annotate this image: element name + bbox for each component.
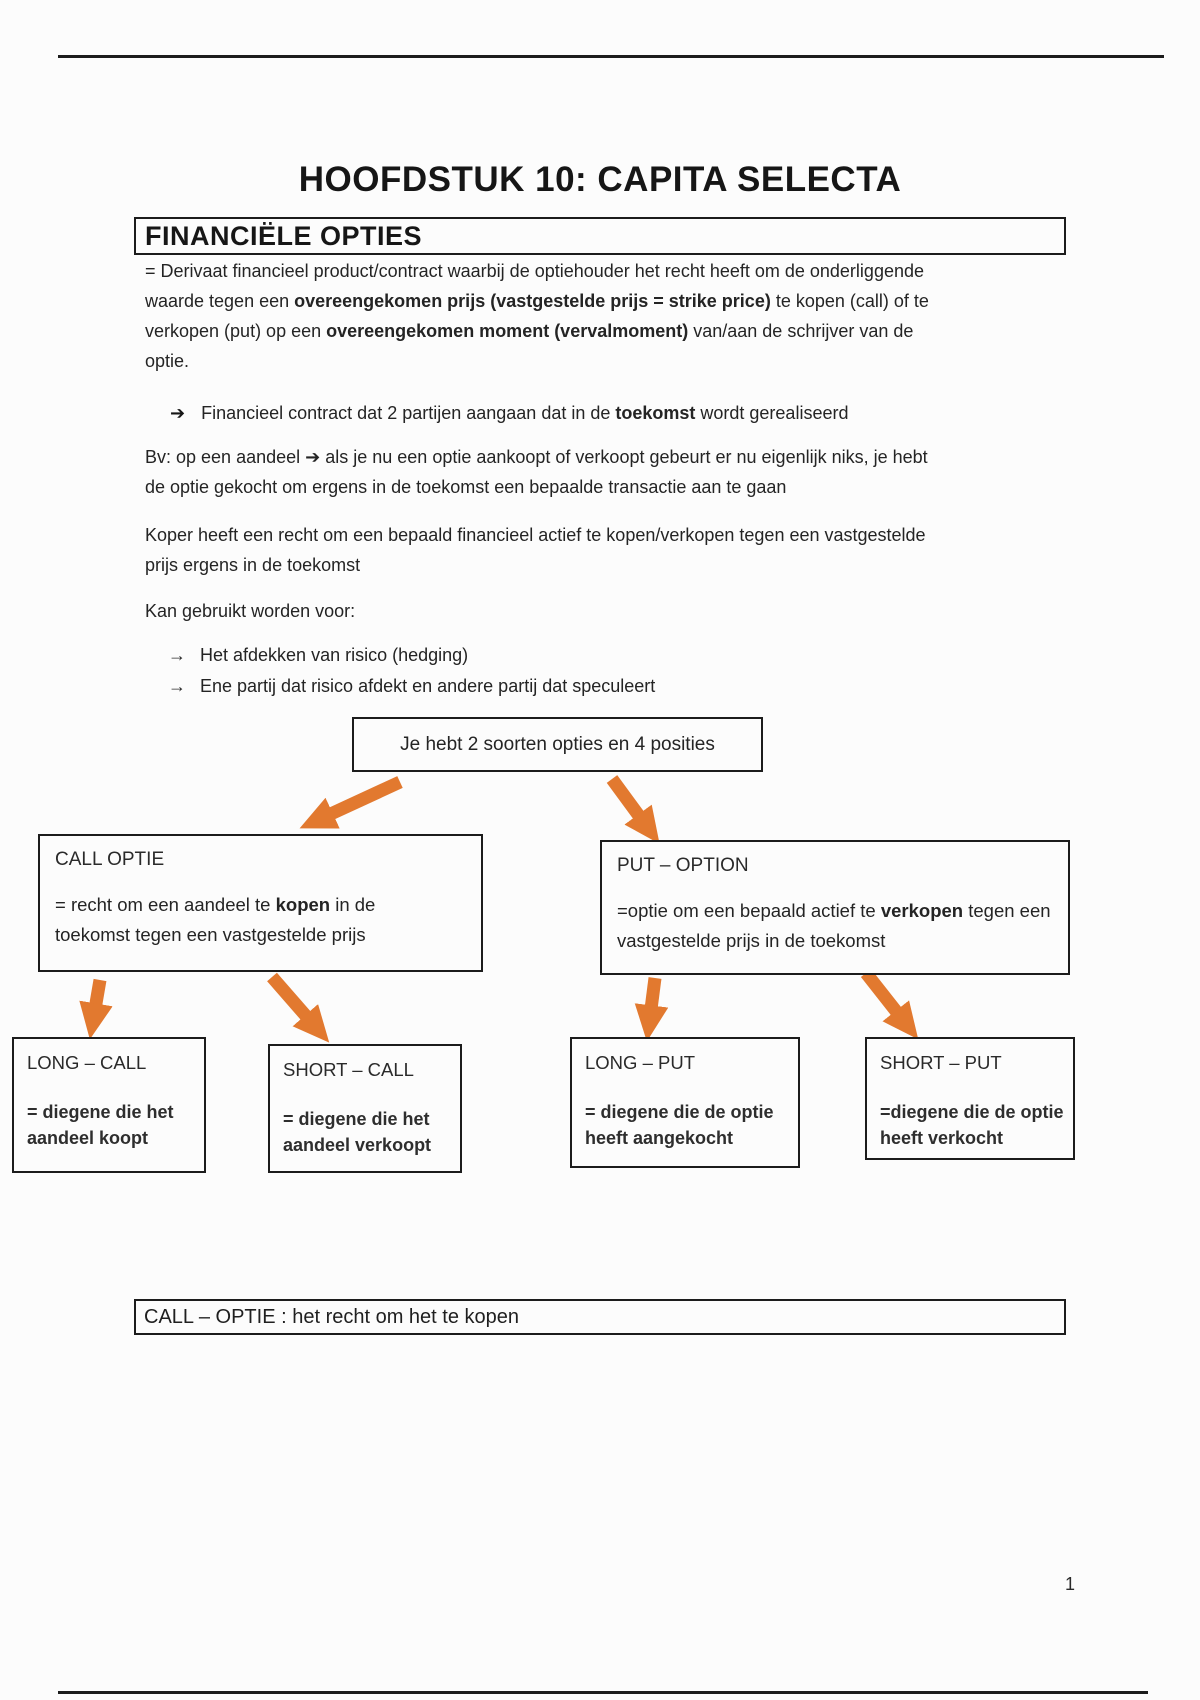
top-rule (58, 55, 1164, 58)
put-option-desc: =optie om een bepaald actief te verkopen… (617, 900, 1051, 951)
arrow-root-to-call (299, 776, 403, 829)
call-option-title: CALL OPTIE (55, 849, 165, 870)
page-number: 1 (1064, 1574, 1075, 1594)
put-option-box: PUT – OPTION =optie om een bepaald actie… (600, 840, 1070, 975)
koper-paragraph: Koper heeft een recht om een bepaald fin… (145, 525, 926, 575)
page-title: HOOFDSTUK 10: CAPITA SELECTA (298, 160, 902, 199)
short-call-title: SHORT – CALL (283, 1059, 414, 1080)
call-optie-note: CALL – OPTIE : het recht om het te kopen (144, 1305, 520, 1328)
arrow-call-to-short-call (267, 972, 330, 1043)
long-call-title: LONG – CALL (27, 1052, 147, 1073)
call-option-box: CALL OPTIE = recht om een aandeel te kop… (38, 834, 483, 972)
call-optie-note-box: CALL – OPTIE : het recht om het te kopen (134, 1299, 1066, 1335)
usage-list: → Het afdekken van risico (hedging) → En… (168, 640, 655, 702)
long-put-title: LONG – PUT (585, 1052, 695, 1073)
usage-item: → Ene partij dat risico afdekt en andere… (168, 671, 655, 702)
usage-item: → Het afdekken van risico (hedging) (168, 640, 655, 671)
bottom-rule (58, 1691, 1148, 1694)
root-node-label: Je hebt 2 soorten opties en 4 posities (400, 733, 715, 755)
arrow-put-to-long-put (634, 977, 669, 1042)
note-row: ➔ Financieel contract dat 2 partijen aan… (170, 398, 848, 428)
example-paragraph: Bv: op een aandeel ➔ als je nu een optie… (145, 447, 928, 497)
light-arrow-icon: → (168, 645, 186, 665)
intro-paragraph: = Derivaat financieel product/contract w… (145, 261, 929, 371)
light-arrow-icon: → (168, 676, 186, 696)
short-put-title: SHORT – PUT (880, 1052, 1002, 1073)
arrow-put-to-short-put (860, 968, 919, 1040)
root-node-box: Je hebt 2 soorten opties en 4 posities (352, 717, 763, 772)
heavy-arrow-icon: ➔ (170, 403, 186, 423)
note-text: Financieel contract dat 2 partijen aanga… (201, 403, 849, 423)
section-heading: FINANCIËLE OPTIES (145, 220, 423, 251)
section-heading-box: FINANCIËLE OPTIES (134, 217, 1066, 255)
put-option-title: PUT – OPTION (617, 855, 749, 876)
arrow-root-to-put (606, 775, 660, 844)
usage-label: Kan gebruikt worden voor: (145, 601, 356, 621)
arrow-call-to-long-call (79, 978, 113, 1040)
